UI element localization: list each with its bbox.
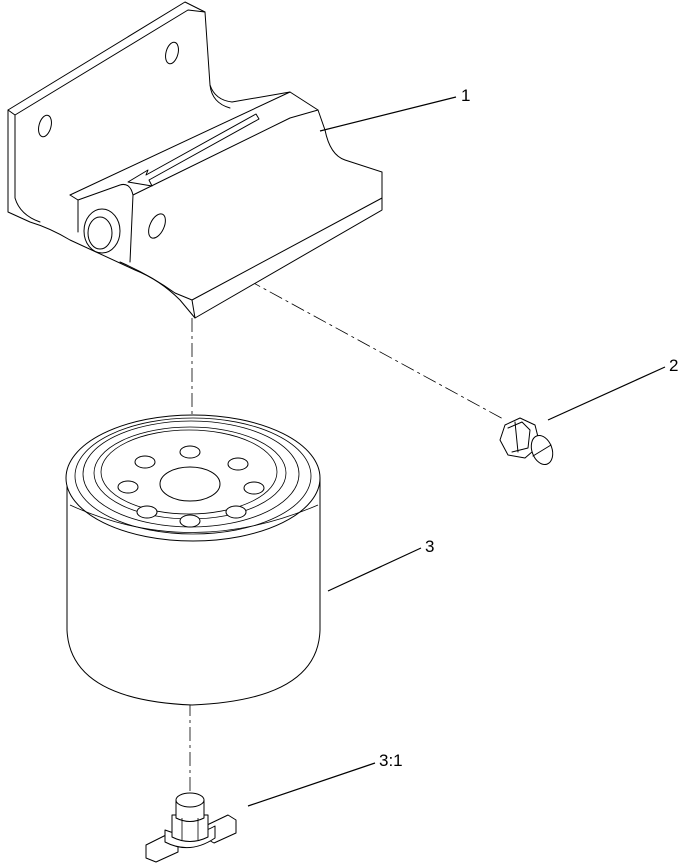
assembly-centerlines xyxy=(159,231,506,800)
filter-drain-valve xyxy=(145,792,237,863)
callout-3-1: 3:1 xyxy=(379,751,403,770)
callout-2: 2 xyxy=(669,356,678,375)
drain-plug xyxy=(499,417,554,466)
callout-1: 1 xyxy=(461,86,470,105)
mounting-bracket xyxy=(7,1,383,319)
callout-3: 3 xyxy=(425,537,434,556)
fuel-filter xyxy=(65,414,321,706)
leader-lines xyxy=(247,96,666,807)
